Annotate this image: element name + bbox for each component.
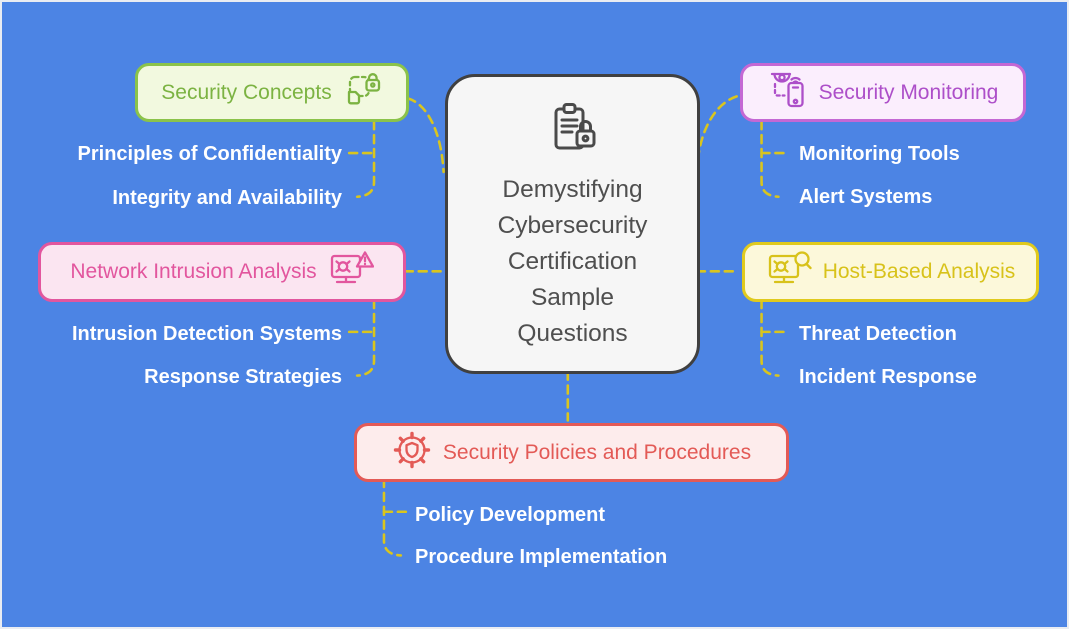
spine-security-monitoring: [760, 119, 780, 199]
child-integrity-and-availability: Integrity and Availability: [112, 187, 342, 209]
branch-label: Host-Based Analysis: [822, 260, 1016, 283]
branch-label: Security Monitoring: [818, 80, 999, 104]
monitor-bug-alert-icon: [328, 249, 374, 295]
gear-shield-icon: [392, 430, 432, 476]
child-principles-of-confidentiality: Principles of Confidentiality: [77, 143, 342, 165]
connector-security-monitoring: [695, 95, 738, 174]
child-threat-detection: Threat Detection: [799, 323, 957, 345]
document-lock-icon: [343, 71, 383, 115]
clipboard-lock-icon: [543, 99, 603, 164]
branch-host-based-analysis: Host-Based Analysis: [742, 242, 1039, 302]
central-title-line: Demystifying: [502, 176, 643, 203]
spine-security-concepts: [355, 119, 376, 199]
child-incident-response: Incident Response: [799, 366, 977, 388]
child-response-strategies: Response Strategies: [144, 366, 342, 388]
child-monitoring-tools: Monitoring Tools: [799, 143, 960, 165]
branch-label: Security Concepts: [161, 80, 332, 104]
branch-security-monitoring: Security Monitoring: [740, 63, 1026, 122]
connector-security-concepts: [406, 97, 445, 174]
branch-security-policies-and-procedures: Security Policies and Procedures: [354, 423, 789, 482]
spine-network-intrusion: [355, 298, 376, 377]
central-title-line: Certification: [507, 248, 638, 275]
child-procedure-implementation: Procedure Implementation: [415, 546, 668, 568]
central-title-line: Sample: [530, 284, 615, 311]
branch-label: Security Policies and Procedures: [442, 440, 752, 464]
branch-label: Network Intrusion Analysis: [70, 260, 317, 283]
camera-phone-icon: [768, 69, 808, 117]
spine-security-policies: [382, 477, 403, 557]
branch-security-concepts: Security Concepts: [135, 63, 409, 122]
child-policy-development: Policy Development: [415, 504, 606, 526]
central-title-line: Questions: [517, 320, 628, 347]
spine-host-based: [760, 298, 780, 377]
central-title-line: Cybersecurity: [497, 212, 648, 239]
branch-network-intrusion-analysis: Network Intrusion Analysis: [38, 242, 406, 302]
child-alert-systems: Alert Systems: [799, 186, 933, 208]
monitor-bug-search-icon: [766, 249, 812, 295]
central-title: Demystifying Cybersecurity Certification…: [498, 172, 648, 352]
child-intrusion-detection-systems: Intrusion Detection Systems: [71, 323, 342, 345]
central-node: Demystifying Cybersecurity Certification…: [445, 74, 700, 374]
